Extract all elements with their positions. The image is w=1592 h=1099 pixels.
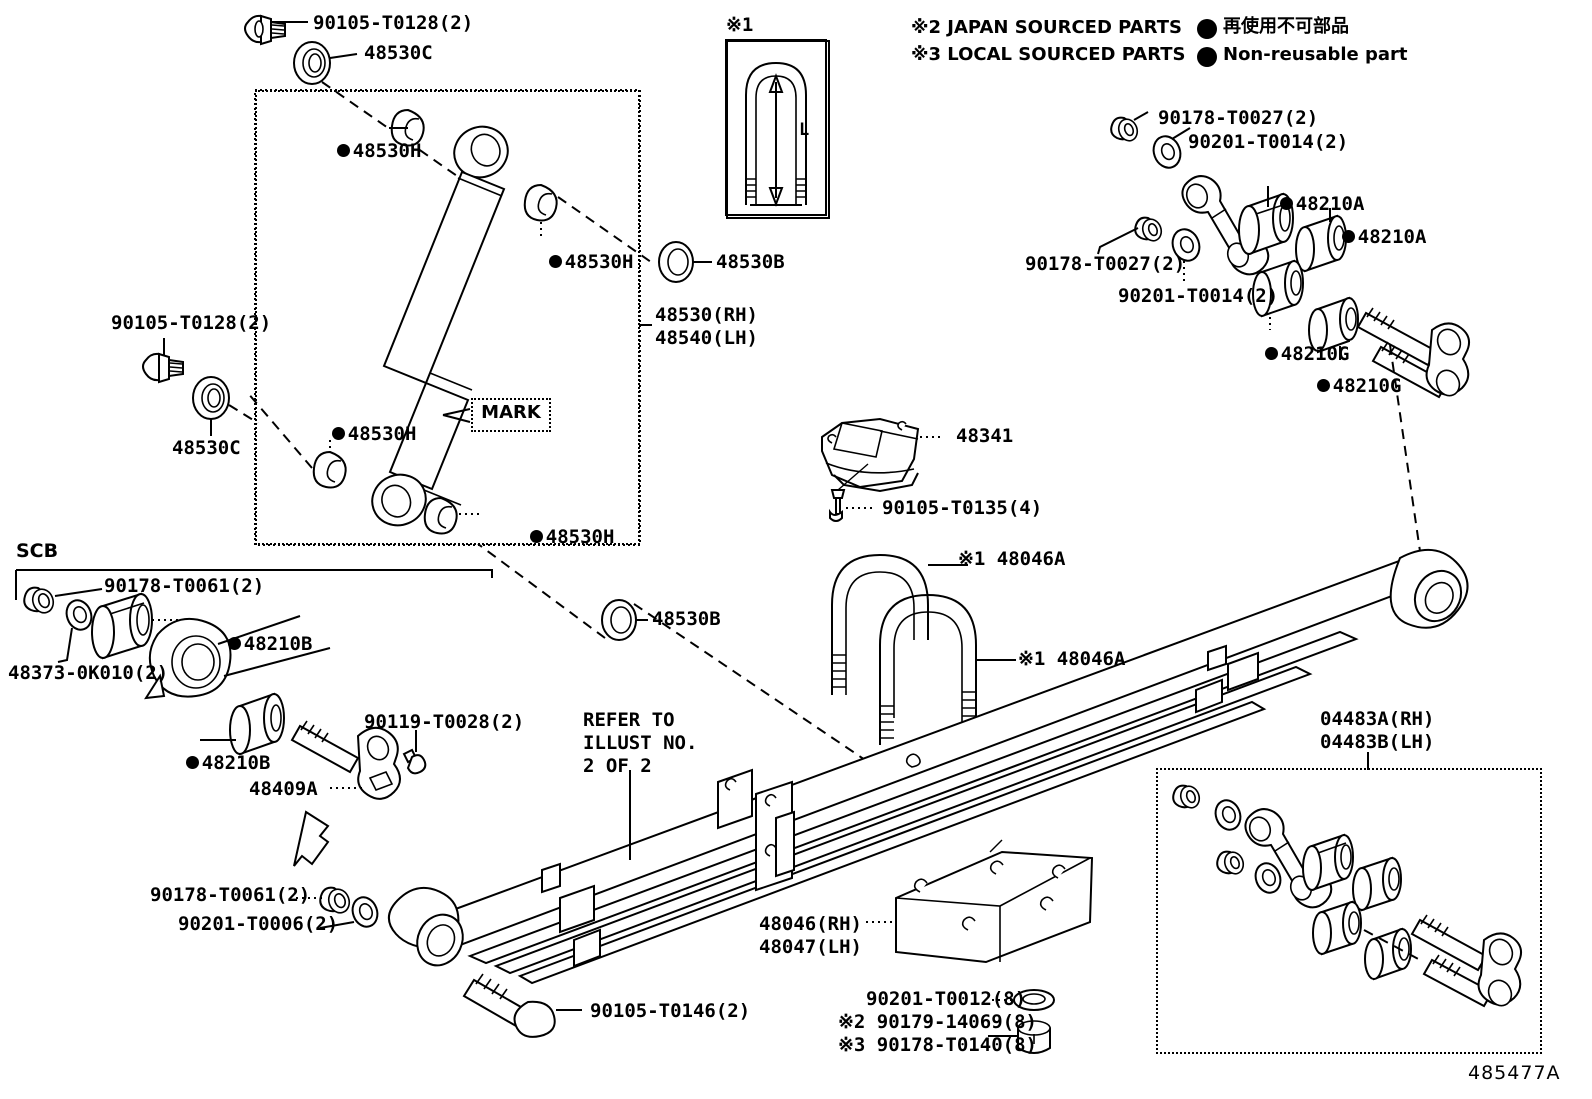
ubolt-dimension-letter: L: [799, 120, 810, 140]
bushing-icon-48530h-3: [246, 391, 347, 489]
label-ring-48530b-top: 48530B: [716, 251, 785, 273]
shackle-kit-inset-box: [1156, 768, 1542, 1054]
label-bushing-48530h-4: 48530H: [484, 503, 614, 573]
label-spring-rh: 48046(RH): [759, 913, 862, 935]
diagram-id-tag: 485477A: [1468, 1062, 1561, 1084]
spring-seat-plate-icon: [866, 839, 1094, 964]
bolt-icon-left-lower: [142, 338, 184, 384]
label-nut-90178-t0140: ※3 90178-T0140(8): [838, 1034, 1037, 1056]
nonreusable-bullet-icon: [1264, 347, 1278, 361]
bump-stop-icon-48341: [821, 417, 944, 522]
shackle-assembly-lower-left: [23, 586, 427, 867]
mark-callout: MARK: [471, 398, 551, 432]
label-clip-90119-t0028: 90119-T0028(2): [364, 711, 525, 733]
label-bush-48210a-1: 48210A: [1234, 170, 1364, 240]
label-shackle-48409a: 48409A: [249, 778, 318, 800]
u-bolt-icon-48046a-2: [879, 593, 1016, 745]
label-kit-04483b-lh: 04483B(LH): [1320, 731, 1435, 753]
lower-left-fasteners: [296, 886, 582, 1038]
label-bolt-90105-t0135: 90105-T0135(4): [882, 497, 1043, 519]
label-bushing-48530h-3: 48530H: [286, 400, 416, 470]
nonreusable-bullet-icon: [1341, 230, 1355, 244]
shock-absorber-icon: [371, 125, 509, 527]
label-bolt-left-lower: 90105-T0128(2): [111, 312, 272, 334]
nonreusable-bullet-icon: [185, 756, 199, 770]
nonreusable-bullet-icon: [227, 637, 241, 651]
label-nut-90201-t0012: 90201-T0012(8): [866, 988, 1027, 1010]
label-bush-48210g-2: 48210G: [1271, 352, 1401, 422]
label-washer-90201-t0014-b: 90201-T0014(2): [1118, 285, 1279, 307]
label-bush-48210b-1: 48210B: [182, 610, 312, 680]
bullet-en: [1197, 47, 1217, 67]
label-refer-to-illust: REFER TO ILLUST NO. 2 OF 2: [583, 709, 698, 778]
leaf-spring-icon: [388, 548, 1469, 985]
ubolt-dimension-box: [726, 40, 830, 219]
label-shock-lh: 48540(LH): [655, 327, 758, 349]
label-washer-90201-t0014-a: 90201-T0014(2): [1188, 131, 1349, 153]
nonreusable-bullet-icon: [336, 144, 350, 158]
label-shock-rh: 48530(RH): [655, 304, 758, 326]
shackle-kit-inset-art: [1172, 752, 1523, 1008]
label-bush-48210b-2: 48210B: [140, 729, 270, 799]
bushing-icon-48530h-1: [389, 108, 425, 147]
label-nut-90178-t0061-lower: 90178-T0061(2): [150, 884, 311, 906]
label-ubolt-48046a-1: ※1 48046A: [958, 548, 1066, 570]
label-bolt-90105-t0146: 90105-T0146(2): [590, 1000, 751, 1022]
label-nut-90179-14069: ※2 90179-14069(8): [838, 1011, 1037, 1033]
label-bush-48210g-1: 48210G: [1219, 320, 1349, 390]
bullet-jp: [1197, 19, 1217, 39]
label-washer-48530c-lower: 48530C: [172, 437, 241, 459]
label-bump-stop-48341: 48341: [956, 425, 1014, 447]
bottom-right-fasteners: [988, 989, 1055, 1054]
shock-absorber-group-box: [255, 90, 640, 545]
label-ring-48530b-lower: 48530B: [652, 608, 721, 630]
bushing-icon-48530h-4: [423, 496, 480, 535]
legend-nonreusable-jp: 再使用不可部品: [1223, 16, 1349, 37]
label-pin-48373-0k010: 48373-0K010(2): [8, 662, 169, 684]
bushing-icon-48530h-2: [523, 183, 652, 263]
label-ubolt-48046a-2: ※1 48046A: [1018, 648, 1126, 670]
legend-nonreusable-en: Non-reusable part: [1223, 44, 1408, 65]
label-kit-04483a-rh: 04483A(RH): [1320, 708, 1435, 730]
label-washer-90201-t0006: 90201-T0006(2): [178, 913, 339, 935]
label-bushing-48530h-2: 48530H: [503, 228, 633, 298]
shackle-assembly-top: [1097, 111, 1471, 621]
u-bolt-icon-48046a-1: [831, 553, 968, 695]
washer-icon-48530c-lower: [192, 376, 259, 436]
legend-note3-local-sourced: ※3 LOCAL SOURCED PARTS: [911, 44, 1186, 65]
nonreusable-bullet-icon: [1316, 379, 1330, 393]
scb-frame: [16, 569, 493, 578]
label-bolt-top-left: 90105-T0128(2): [313, 12, 474, 34]
label-nut-90178-t0027-b: 90178-T0027(2): [1025, 253, 1186, 275]
label-nut-90178-t0061-upper: 90178-T0061(2): [104, 575, 265, 597]
label-nut-90178-t0027-a: 90178-T0027(2): [1158, 107, 1319, 129]
nonreusable-bullet-icon: [529, 530, 543, 544]
legend-note1-marker: ※1: [726, 14, 754, 36]
ring-icon-48530b-lower: [477, 543, 881, 771]
nonreusable-bullet-icon: [331, 427, 345, 441]
bolt-icon-top-left: [244, 14, 308, 46]
ubolt-dimension-diagram: [725, 39, 827, 216]
label-washer-48530c-top: 48530C: [364, 42, 433, 64]
label-spring-lh: 48047(LH): [759, 936, 862, 958]
nonreusable-bullet-icon: [548, 255, 562, 269]
nonreusable-bullet-icon: [1279, 197, 1293, 211]
label-bushing-48530h-1: 48530H: [291, 117, 421, 187]
label-scb-section: SCB: [16, 540, 59, 562]
legend-note2-japan-sourced: ※2 JAPAN SOURCED PARTS: [911, 17, 1182, 38]
label-bush-48210a-2: 48210A: [1296, 203, 1426, 273]
ring-icon-48530b-top: [658, 241, 712, 283]
